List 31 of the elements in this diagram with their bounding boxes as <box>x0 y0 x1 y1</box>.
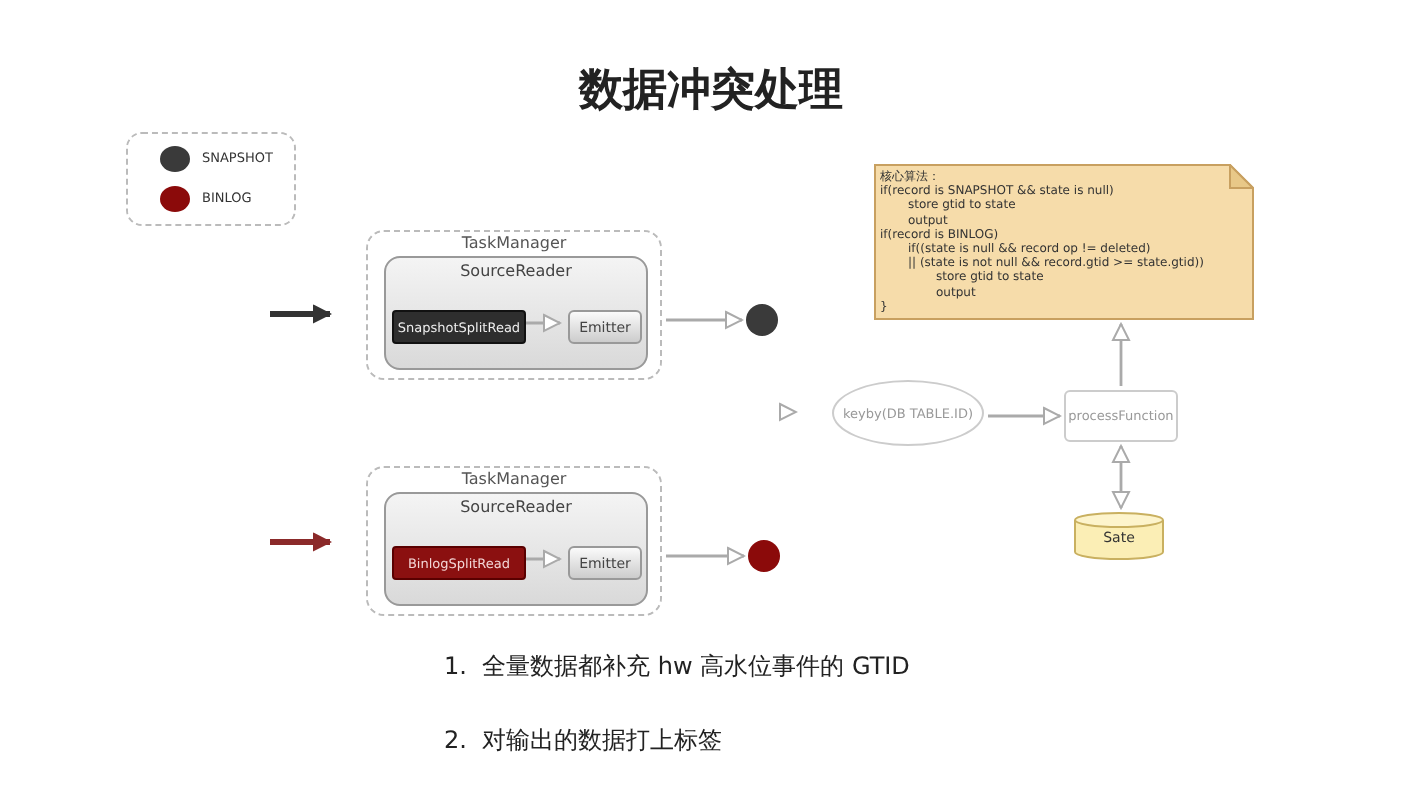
arrow <box>666 547 745 565</box>
arrow <box>270 305 331 323</box>
process-box <box>392 546 526 580</box>
record-dot <box>746 304 778 336</box>
process-box <box>568 546 642 580</box>
code-note <box>874 164 1254 320</box>
component-box <box>384 492 648 606</box>
component-box <box>384 256 648 370</box>
container-box <box>366 466 662 616</box>
arrow <box>988 407 1061 425</box>
note-text: 2. 对输出的数据打上标签 <box>444 724 723 758</box>
arrow <box>1112 323 1130 386</box>
arrow <box>666 311 743 329</box>
arrow <box>526 314 561 332</box>
process-box <box>568 310 642 344</box>
box-heading: TaskManager <box>459 470 569 488</box>
arrow <box>526 550 561 568</box>
box-heading: SourceReader <box>458 498 574 516</box>
database-cylinder <box>1074 512 1164 560</box>
process-ellipse <box>832 380 984 446</box>
process-box <box>392 310 526 344</box>
note-text: 1. 全量数据都补充 hw 高水位事件的 GTID <box>444 650 910 684</box>
box-heading: TaskManager <box>459 234 569 252</box>
arrow <box>270 533 331 551</box>
container-box <box>366 230 662 380</box>
arrow <box>779 402 798 422</box>
title: 数据冲突处理 <box>576 64 845 120</box>
arrow <box>1112 445 1130 509</box>
record-dot <box>748 540 780 572</box>
process-box <box>1064 390 1178 442</box>
box-heading: SourceReader <box>458 262 574 280</box>
